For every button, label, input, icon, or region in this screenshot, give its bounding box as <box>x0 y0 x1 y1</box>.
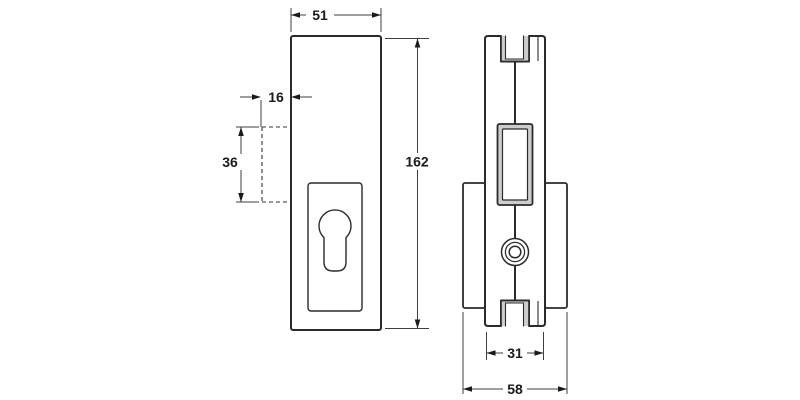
clamp-plate-right <box>544 182 568 309</box>
cylinder-housing <box>496 123 534 206</box>
dim-label-16: 16 <box>268 89 284 105</box>
clamp-plate-left <box>462 182 486 309</box>
dim-label-162: 162 <box>405 154 429 170</box>
fixing-screw <box>500 237 530 267</box>
dim-label-36: 36 <box>222 154 238 170</box>
dim-plate-width: 51 <box>290 7 382 32</box>
dim-cylinder-offset: 16 <box>240 89 312 127</box>
top-notch-gasket <box>501 35 539 61</box>
dim-label-58: 58 <box>507 381 523 397</box>
bottom-notch-gasket <box>501 301 539 327</box>
dim-label-51: 51 <box>312 7 328 23</box>
front-view <box>261 35 382 331</box>
dim-glass-cutout: 36 <box>218 126 259 203</box>
side-view <box>462 35 568 327</box>
escutcheon-plate <box>307 182 363 312</box>
glass-edge-dashed-outline <box>261 126 291 203</box>
euro-keyhole-cutout <box>318 209 352 272</box>
dim-body-depth: 31 <box>486 332 544 361</box>
dim-label-31: 31 <box>507 345 523 361</box>
dim-plate-height: 162 <box>385 38 435 329</box>
dim-clamp-depth: 58 <box>462 312 568 397</box>
